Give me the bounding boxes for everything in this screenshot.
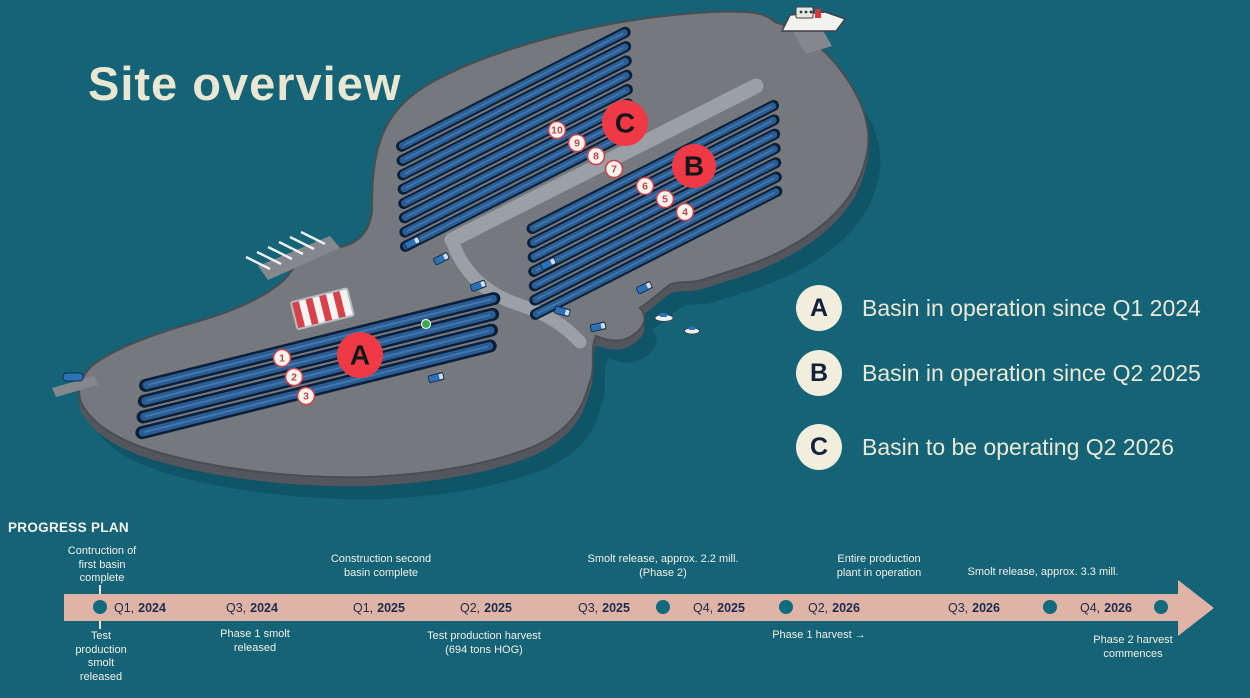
timeline-dot xyxy=(779,600,793,614)
svg-text:A: A xyxy=(350,340,370,371)
basin-number-marker: 3 xyxy=(296,386,316,406)
milestone-below-4: Phase 2 harvest commences xyxy=(1093,634,1173,660)
pier xyxy=(258,236,340,280)
basin-badge-a: A xyxy=(337,332,383,378)
page-title: Site overview xyxy=(88,57,402,110)
milestone-above-4: Smolt release, approx. 3.3 mill. xyxy=(967,566,1119,578)
svg-text:5: 5 xyxy=(662,194,668,206)
milestone-above-1: Construction second basin complete xyxy=(330,553,432,579)
timeline-dot xyxy=(1154,600,1168,614)
milestone-below-3: Phase 1 harvest → xyxy=(772,629,866,641)
svg-text:9: 9 xyxy=(574,138,580,150)
timeline-quarter-3: Q2,2025 xyxy=(460,600,512,615)
timeline-quarter-5: Q4,2025 xyxy=(693,600,745,615)
basin-number-marker: 8 xyxy=(586,146,606,166)
timeline-quarter-4: Q3,2025 xyxy=(578,600,630,615)
legend-badge-a-letter: A xyxy=(809,293,829,322)
svg-text:8: 8 xyxy=(593,151,599,163)
milestone-connector xyxy=(99,585,101,594)
legend-item-b: B Basin in operation since Q2 2025 xyxy=(796,350,1201,396)
basin-number-marker: 7 xyxy=(604,159,624,179)
timeline-quarter-6: Q2,2026 xyxy=(808,600,860,615)
basin-number-marker: 5 xyxy=(655,189,675,209)
timeline-dot xyxy=(93,600,107,614)
timeline-quarter-7: Q3,2026 xyxy=(948,600,1000,615)
boat-icon xyxy=(62,372,84,382)
legend-badge-c: C xyxy=(796,424,842,470)
boat-icon xyxy=(654,313,674,322)
timeline-quarter-8: Q4,2026 xyxy=(1080,600,1132,615)
basin-number-marker: 1 xyxy=(272,348,292,368)
timeline-quarter-2: Q1,2025 xyxy=(353,600,405,615)
svg-text:B: B xyxy=(684,151,704,182)
tank-icon xyxy=(420,318,432,330)
milestone-connector xyxy=(99,621,101,629)
svg-text:7: 7 xyxy=(611,164,617,176)
progress-plan-heading: PROGRESS PLAN xyxy=(8,520,129,535)
legend-badge-b-letter: B xyxy=(809,358,829,387)
milestone-below-0: Test production smolt released xyxy=(75,630,127,683)
timeline-arrow xyxy=(64,594,1178,621)
milestone-below-2: Test production harvest (694 tons HOG) xyxy=(427,630,541,656)
road xyxy=(444,78,764,248)
timeline-dot xyxy=(656,600,670,614)
legend-badge-a: A xyxy=(796,285,842,331)
milestone-above-0: Contruction of first basin complete xyxy=(67,545,137,584)
road xyxy=(445,233,587,349)
svg-text:C: C xyxy=(615,108,635,139)
timeline-quarter-0: Q1,2024 xyxy=(114,600,166,615)
timeline-arrowhead xyxy=(1178,580,1214,636)
timeline-dot xyxy=(1043,600,1057,614)
basin-number-marker: 4 xyxy=(675,202,695,222)
legend-item-c-text: Basin to be operating Q2 2026 xyxy=(862,433,1175,460)
site-illustration: 1 2 3 4 5 6 7 8 9 10 A B C xyxy=(52,6,881,500)
svg-text:4: 4 xyxy=(682,207,688,219)
legend-badge-b: B xyxy=(796,350,842,396)
svg-text:1: 1 xyxy=(279,353,285,365)
legend-item-b-text: Basin in operation since Q2 2025 xyxy=(862,359,1201,386)
milestone-above-3: Entire production plant in operation xyxy=(836,553,922,579)
basin-number-marker: 10 xyxy=(547,120,567,140)
svg-text:3: 3 xyxy=(303,391,309,403)
legend-item-a: A Basin in operation since Q1 2024 xyxy=(796,285,1201,331)
basin-number-marker: 9 xyxy=(567,133,587,153)
legend-item-a-text: Basin in operation since Q1 2024 xyxy=(862,294,1201,321)
legend-badge-c-letter: C xyxy=(809,432,829,461)
legend-item-c: C Basin to be operating Q2 2026 xyxy=(796,424,1174,470)
milestone-below-1: Phase 1 smolt released xyxy=(220,628,290,654)
basin-badge-c: C xyxy=(602,100,648,146)
striped-tent-icon xyxy=(290,287,355,331)
moored-boats-icon xyxy=(245,230,326,271)
pier xyxy=(52,376,98,397)
svg-text:10: 10 xyxy=(551,125,563,137)
milestone-above-2: Smolt release, approx. 2.2 mill. (Phase … xyxy=(587,553,739,579)
basin-badge-b: B xyxy=(672,144,716,188)
timeline-quarter-1: Q3,2024 xyxy=(226,600,278,615)
svg-text:2: 2 xyxy=(291,372,297,384)
boat-icon xyxy=(684,326,700,335)
basin-number-marker: 6 xyxy=(635,176,655,196)
svg-text:6: 6 xyxy=(642,181,648,193)
basin-number-marker: 2 xyxy=(284,367,304,387)
ship-icon xyxy=(780,6,847,32)
